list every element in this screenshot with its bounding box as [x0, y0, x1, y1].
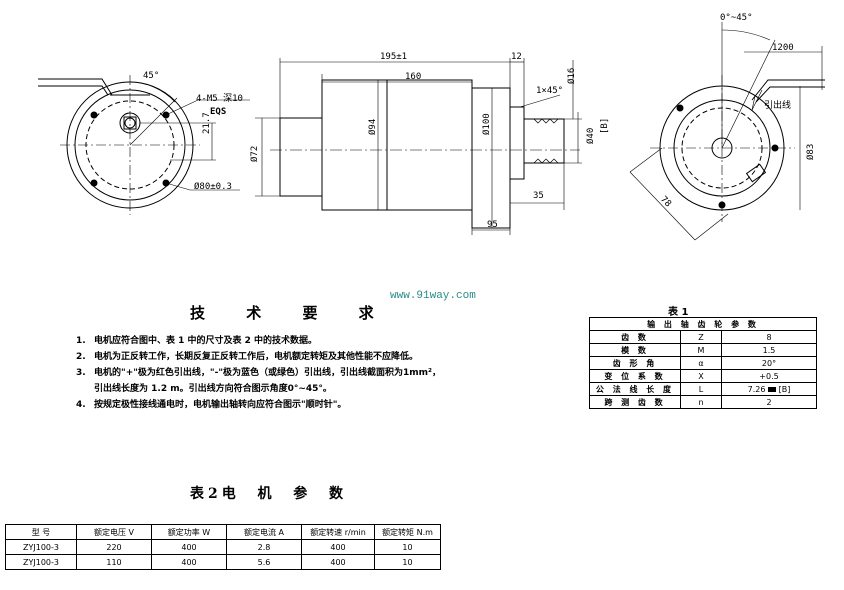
- dim-dia-72: Ø72: [250, 145, 260, 162]
- table2-title: 表2电 机 参 数: [190, 486, 347, 502]
- left-end-view: [38, 75, 250, 215]
- right-end-view: [629, 22, 825, 241]
- dim-35: 35: [533, 191, 544, 201]
- motor-params-table: 型 号 额定电压 V 额定功率 W 额定电流 A 额定转速 r/min 额定转矩…: [5, 524, 441, 570]
- dim-lead-length: 1200: [772, 43, 794, 53]
- dim-95: 95: [487, 220, 498, 230]
- requirement-item: 2.电机为正反转工作，长期反复正反转工作后，电机额定转矩及其他性能不应降低。: [76, 352, 419, 362]
- dim-shaft-40: Ø40: [586, 127, 596, 144]
- tolerance-mark: [768, 386, 777, 392]
- dim-chamfer: 1×45°: [536, 86, 564, 96]
- table1-title: 表 1: [668, 307, 689, 318]
- table-header-row: 型 号 额定电压 V 额定功率 W 额定电流 A 额定转速 r/min 额定转矩…: [5, 524, 441, 540]
- dim-dia-83: Ø83: [806, 143, 816, 160]
- b-mark: [B]: [778, 384, 791, 394]
- eqs-label: EQS: [210, 107, 227, 117]
- side-view: [255, 58, 582, 235]
- requirement-item: 3.电机的"+"极为红色引出线，"-"极为蓝色（或绿色）引出线，引出线截面积为1…: [76, 368, 441, 378]
- requirement-item: 1.电机应符合图中、表 1 中的尺寸及表 2 中的技术数据。: [76, 336, 318, 346]
- lead-label: 引出线: [764, 101, 792, 111]
- b-mark: [B]: [600, 117, 610, 134]
- dim-dia-94: Ø94: [368, 118, 378, 135]
- dim-shaft-16: Ø16: [567, 67, 577, 84]
- dim-body-length: 160: [405, 72, 422, 82]
- angle-range: 0°~45°: [720, 13, 753, 23]
- dim-dia-100: Ø100: [482, 113, 492, 135]
- hole-note: 4-M5 深10: [196, 94, 243, 104]
- dim-21-7: 21.7: [202, 112, 212, 134]
- table1-header: 输 出 轴 齿 轮 参 数: [589, 317, 817, 331]
- tech-requirements-list: 1.电机应符合图中、表 1 中的尺寸及表 2 中的技术数据。 2.电机为正反转工…: [76, 333, 441, 413]
- dim-total-length: 195±1: [380, 52, 408, 62]
- tech-requirements-title: 技 术 要 求: [190, 304, 392, 322]
- dim-12: 12: [511, 52, 522, 62]
- requirement-item: 引出线长度为 1.2 m。引出线方向符合图示角度0°~45°。: [94, 384, 332, 394]
- requirement-item: 4.按规定极性接线通电时，电机输出轴转向应符合图示"顺时针"。: [76, 400, 347, 410]
- angle-label: 45°: [143, 71, 160, 81]
- website-watermark: www.91way.com: [390, 290, 476, 302]
- dim-80: Ø80±0.3: [194, 182, 232, 192]
